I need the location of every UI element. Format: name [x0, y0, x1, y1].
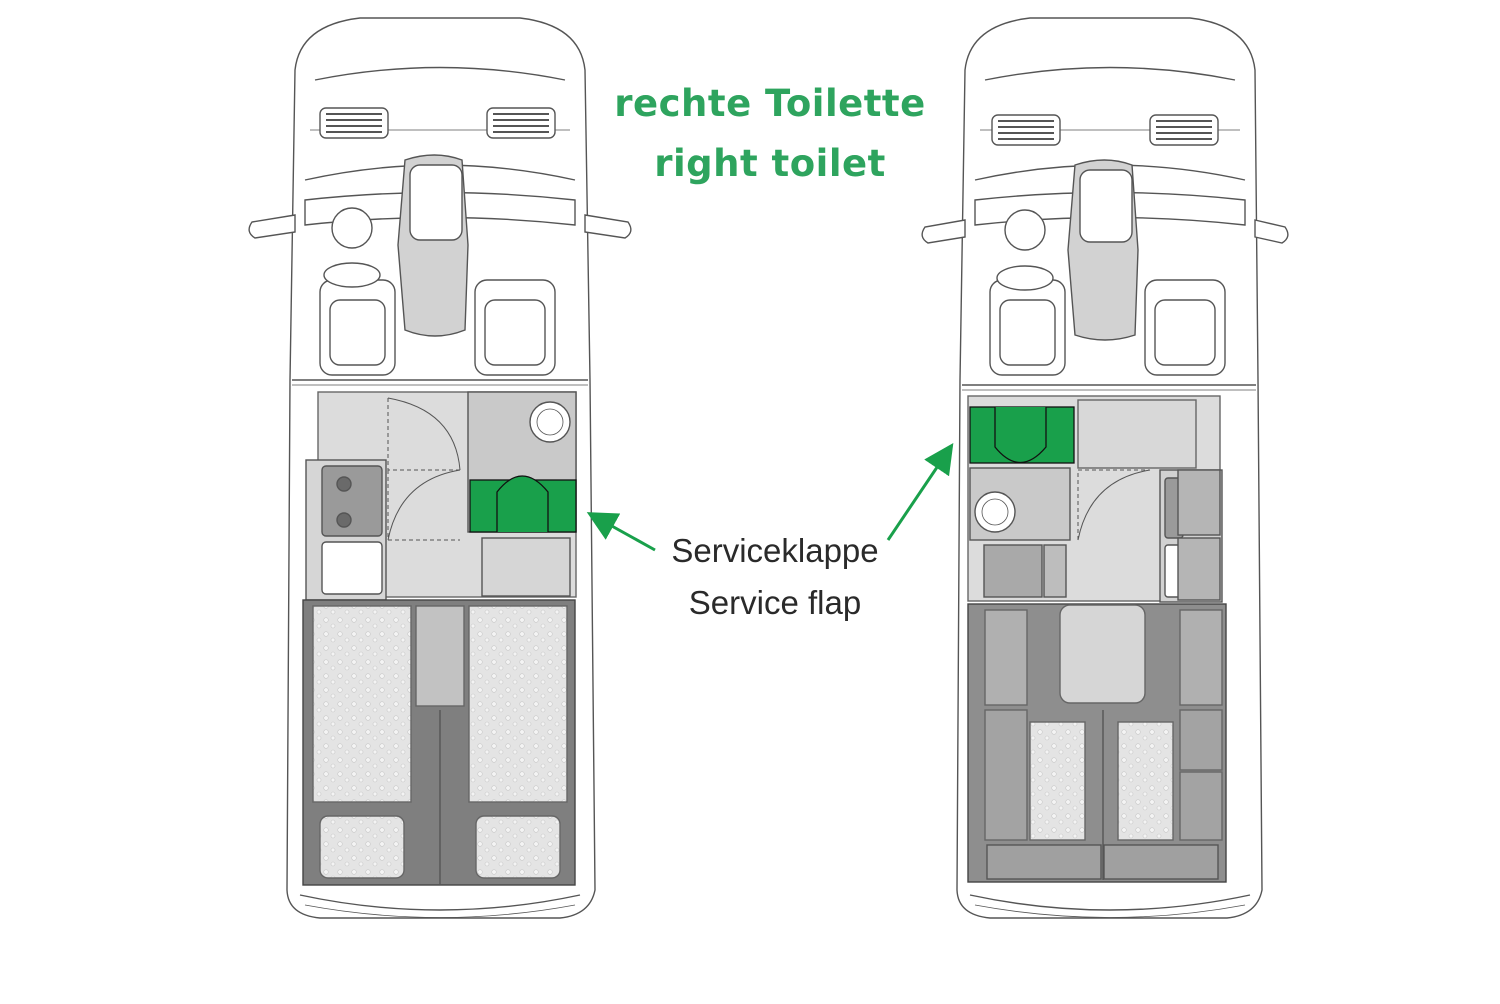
right-van-floorplan: [921, 17, 1289, 919]
right-van-bench-right: [1117, 721, 1174, 841]
callout-label-english: Service flap: [688, 584, 862, 621]
left-van-cabinet: [481, 537, 571, 597]
left-van-mirror-right: [584, 214, 632, 239]
right-van-mirror-left: [921, 219, 966, 244]
arrow-to-left-flap: [586, 512, 656, 552]
right-van-passenger-seat: [1144, 279, 1226, 376]
right-van-vent-left: [991, 114, 1061, 146]
right-van-cabinet: [983, 544, 1043, 598]
left-van-bed-left: [312, 605, 412, 803]
left-van-stove: [321, 465, 383, 537]
left-van-aisle: [415, 605, 465, 707]
left-van-steering-wheel: [323, 262, 381, 288]
left-van-vent-right: [486, 107, 556, 139]
arrow-to-right-flap: [886, 443, 954, 541]
left-van-passenger-seat: [474, 279, 556, 376]
left-van-cushion-left: [319, 815, 405, 879]
title-german: rechte Toilette: [614, 82, 926, 125]
right-van-wardrobe: [1177, 469, 1221, 536]
left-van-sink: [321, 541, 383, 595]
left-van-toilet-highlight: [469, 475, 577, 533]
right-van-table: [1059, 604, 1146, 704]
right-van-mirror-right: [1254, 219, 1289, 244]
left-van-vent-left: [319, 107, 389, 139]
left-van-mirror-left: [248, 214, 296, 239]
left-van-bed-right: [468, 605, 568, 803]
right-van-vent-right: [1149, 114, 1219, 146]
right-van-steering-wheel: [996, 265, 1054, 291]
right-van-entry-panel: [1077, 399, 1197, 469]
left-van-floorplan: [248, 17, 632, 919]
title-english: right toilet: [654, 142, 886, 185]
right-van-toilet-highlight: [969, 406, 1075, 464]
left-van-cushion-right: [475, 815, 561, 879]
right-van-bench-left: [1029, 721, 1086, 841]
callout-label-german: Serviceklappe: [671, 532, 879, 569]
